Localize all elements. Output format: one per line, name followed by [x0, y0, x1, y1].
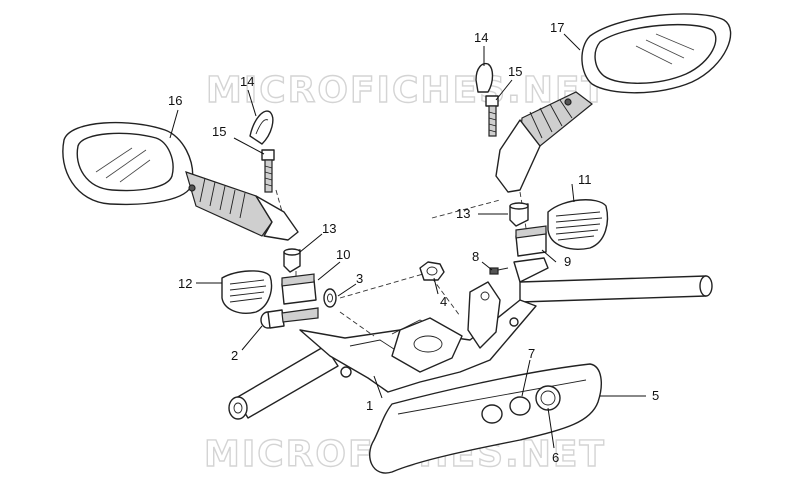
leader-lines: [169, 33, 646, 449]
left-clamp: [281, 273, 317, 305]
callout-17: 17: [550, 20, 564, 35]
plug-large: [535, 385, 561, 411]
callout-5: 5: [652, 388, 659, 403]
callout-15-left: 15: [212, 124, 226, 139]
callout-8: 8: [472, 249, 479, 264]
callout-13-left: 13: [322, 221, 336, 236]
right-mirror: [495, 13, 732, 193]
right-clamp: [515, 225, 547, 257]
small-screw: [489, 267, 509, 275]
left-spacer: [283, 248, 301, 273]
callout-16: 16: [168, 93, 182, 108]
right-bolt: [485, 95, 499, 137]
left-bolt: [261, 149, 275, 193]
plug-small: [481, 396, 531, 424]
right-cover: [547, 199, 609, 250]
left-cover: [221, 270, 273, 314]
left-cap: [249, 110, 274, 145]
left-mirror: [62, 121, 299, 241]
callout-1: 1: [366, 398, 373, 413]
nut: [419, 261, 445, 281]
callout-7: 7: [528, 346, 535, 361]
callout-labels: 1 2 3 4 5 6 7 8 9 10 11 12 13 13 14 14 1…: [168, 20, 659, 465]
callout-6: 6: [552, 450, 559, 465]
callout-10: 10: [336, 247, 350, 262]
handlebar: [228, 257, 713, 420]
callout-15-right: 15: [508, 64, 522, 79]
washer: [323, 288, 337, 308]
watermark-top: MICROFICHES.NET: [206, 70, 608, 111]
right-spacer: [509, 202, 529, 227]
callout-14-left: 14: [240, 74, 254, 89]
callout-13-right: 13: [456, 206, 470, 221]
callout-11: 11: [578, 172, 592, 187]
clamp-bolt: [260, 307, 319, 329]
callout-2: 2: [231, 348, 238, 363]
callout-3: 3: [356, 271, 363, 286]
callout-12: 12: [178, 276, 192, 291]
callout-14-right: 14: [474, 30, 488, 45]
right-cap: [475, 62, 494, 93]
callout-4: 4: [440, 294, 447, 309]
callout-9: 9: [564, 254, 571, 269]
